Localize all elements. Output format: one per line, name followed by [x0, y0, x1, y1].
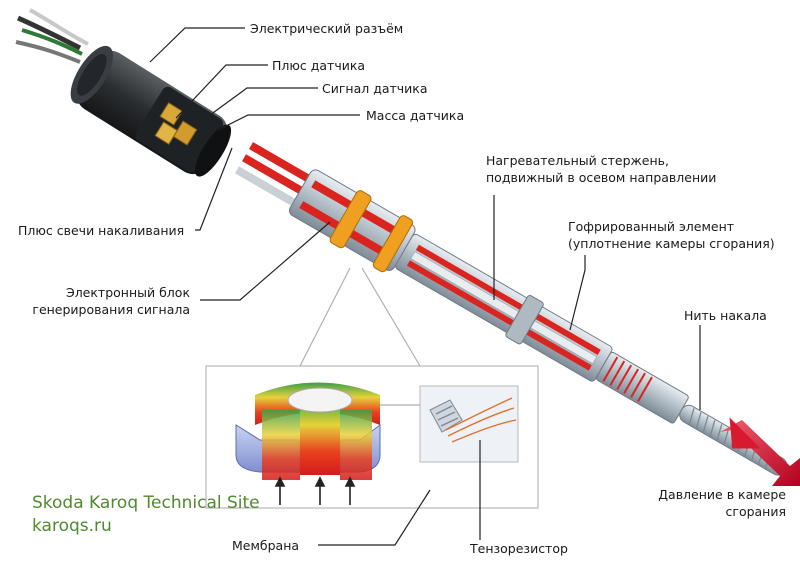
combustion-pressure-arrow — [720, 417, 800, 486]
watermark-site-url: karoqs.ru — [32, 516, 112, 536]
inset-leaders — [318, 440, 481, 546]
membrane-illustration — [235, 382, 381, 505]
label-membrane: Мембрана — [232, 538, 300, 553]
detail-inset — [205, 267, 539, 509]
label-pressure-line1: Давление в камере — [658, 487, 786, 502]
label-corrugated-line1: Гофрированный элемент — [568, 219, 735, 234]
label-corrugated-line2: (уплотнение камеры сгорания) — [568, 236, 775, 251]
glow-plug-body — [235, 142, 788, 476]
watermark-site-name: Skoda Karoq Technical Site — [32, 493, 260, 513]
strain-gauge-illustration — [380, 385, 519, 463]
label-glow-plug-plus: Плюс свечи накаливания — [18, 223, 185, 238]
label-sensor-plus: Плюс датчика — [272, 58, 366, 73]
label-filament: Нить накала — [684, 308, 767, 323]
plug-leaders — [200, 195, 701, 410]
label-sensor-ground: Масса датчика — [366, 108, 465, 123]
label-pressure-line2: сгорания — [725, 504, 787, 519]
label-electrical-connector: Электрический разъём — [250, 21, 404, 36]
label-electronics-line1: Электронный блок — [65, 285, 190, 300]
label-heating-rod-line2: подвижный в осевом направлении — [486, 170, 717, 185]
electrical-connector — [15, 8, 232, 177]
label-heating-rod-line1: Нагревательный стержень, — [486, 153, 669, 168]
label-strain-gauge: Тензорезистор — [470, 541, 568, 556]
label-electronics-line2: генерирования сигнала — [32, 302, 190, 317]
connector-leaders — [149, 27, 360, 231]
label-sensor-signal: Сигнал датчика — [322, 81, 428, 96]
